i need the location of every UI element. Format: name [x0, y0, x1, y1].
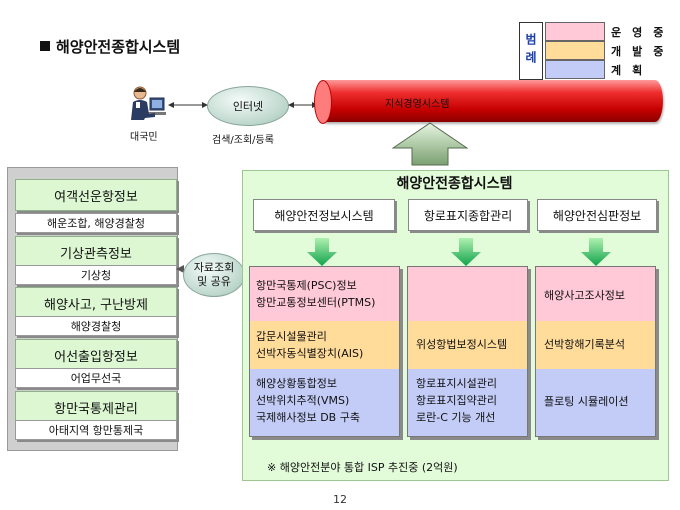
- source-sub-0: 해운조합, 해양경찰청: [15, 213, 177, 233]
- bullet-square-icon: [40, 41, 50, 51]
- legend-text-operating: 운영중: [611, 26, 675, 39]
- source-sub-1: 기상청: [15, 265, 177, 285]
- internet-label: 인터넷: [232, 100, 264, 113]
- source-sub-2: 해양경찰청: [15, 316, 177, 336]
- item-vms: 선박위치추적(VMS): [256, 394, 350, 407]
- column-tribunal: 해양사고조사정보 선박항해기록분석 플로팅 시뮬레이션: [535, 266, 656, 437]
- page-number: 12: [333, 493, 347, 506]
- user-label: 대국민: [130, 132, 158, 143]
- legend-text-developing: 개발중: [611, 45, 675, 58]
- item-loran: 로란-C 기능 개선: [416, 411, 496, 424]
- page-title-text: 해양안전종합시스템: [56, 38, 181, 56]
- up-arrow-icon: [392, 122, 468, 166]
- source-sub-3: 어업무선국: [15, 368, 177, 388]
- column-safety-info: 항만국통제(PSC)정보 항만교통정보센터(PTMS) 갑문시설물관리 선박자동…: [249, 266, 400, 437]
- search-label: 검색/조회/등록: [212, 135, 274, 146]
- cell-planned: 해양상황통합정보 선박위치추적(VMS) 국제해사정보 DB 구축: [250, 369, 399, 436]
- source-sub-4: 아태지역 항만통제국: [15, 420, 177, 440]
- internet-node: 인터넷: [207, 86, 289, 126]
- item-beacon-central: 항로표지집약관리: [416, 394, 497, 407]
- item-ais: 선박자동식별장치(AIS): [256, 347, 364, 360]
- item-db: 국제해사정보 DB 구축: [256, 411, 360, 424]
- item-accident-investigation: 해양사고조사정보: [544, 289, 625, 302]
- left-arrow-icon: [176, 265, 184, 273]
- knowledge-pipe: [318, 80, 663, 122]
- legend-label: 범례: [519, 22, 543, 80]
- bidirectional-arrow-icon: [168, 102, 208, 108]
- column-header-beacon: 항로표지종합관리: [408, 199, 528, 231]
- cell-operating: 항만국통제(PSC)정보 항만교통정보센터(PTMS): [250, 267, 399, 321]
- cell-developing: 위성항법보정시스템: [408, 321, 527, 369]
- item-beacon-facility: 항로표지시설관리: [416, 377, 497, 390]
- item-simulation: 플로팅 시뮬레이션: [544, 395, 629, 408]
- footnote: ※ 해양안전분야 통합 ISP 추진중 (2억원): [267, 461, 458, 474]
- legend-swatch-developing: [545, 41, 605, 60]
- cell-planned: 플로팅 시뮬레이션: [536, 369, 655, 436]
- cell-operating: 해양사고조사정보: [536, 267, 655, 321]
- source-title-0: 여객선운항정보: [15, 179, 177, 211]
- pipe-cap: [314, 80, 332, 124]
- item-voyage-record: 선박항해기록분석: [544, 338, 625, 351]
- down-arrow-icon: [581, 238, 611, 266]
- item-lock-gate: 갑문시설물관리: [256, 330, 327, 343]
- source-title-2: 해양사고, 구난방제: [15, 287, 177, 319]
- pipe-label: 지식경영시스템: [385, 99, 450, 110]
- source-title-3: 어선출입항정보: [15, 339, 177, 371]
- item-dgps: 위성항법보정시스템: [416, 338, 508, 351]
- item-psc: 항만국통제(PSC)정보: [256, 279, 357, 292]
- cell-operating: [408, 267, 527, 321]
- legend: 범례 운영중 개발중 계획: [519, 22, 663, 80]
- item-maritime-situation: 해양상황통합정보: [256, 377, 337, 390]
- external-sources-panel: 여객선운항정보 해운조합, 해양경찰청 기상관측정보 기상청 해양사고, 구난방…: [7, 167, 178, 451]
- main-system-title: 해양안전종합시스템: [396, 176, 513, 192]
- cell-planned: 항로표지시설관리 항로표지집약관리 로란-C 기능 개선: [408, 369, 527, 436]
- cell-developing: 선박항해기록분석: [536, 321, 655, 369]
- legend-text-planned: 계획: [611, 64, 654, 77]
- share-line-2: 및 공유: [197, 275, 231, 288]
- down-arrow-icon: [451, 238, 481, 266]
- column-header-safety-info: 해양안전정보시스템: [253, 199, 395, 231]
- cell-developing: 갑문시설물관리 선박자동식별장치(AIS): [250, 321, 399, 369]
- item-ptms: 항만교통정보센터(PTMS): [256, 296, 376, 309]
- column-beacon: 위성항법보정시스템 항로표지시설관리 항로표지집약관리 로란-C 기능 개선: [407, 266, 528, 437]
- down-arrow-icon: [307, 238, 337, 266]
- column-header-tribunal: 해양안전심판정보: [537, 199, 657, 231]
- legend-swatch-operating: [545, 22, 605, 41]
- page-title: 해양안전종합시스템: [40, 36, 180, 57]
- source-title-1: 기상관측정보: [15, 236, 177, 268]
- legend-swatch-planned: [545, 60, 605, 79]
- source-title-4: 항만국통제관리: [15, 391, 177, 423]
- share-line-1: 자료조회: [193, 261, 235, 274]
- user-at-computer-icon: [131, 86, 166, 120]
